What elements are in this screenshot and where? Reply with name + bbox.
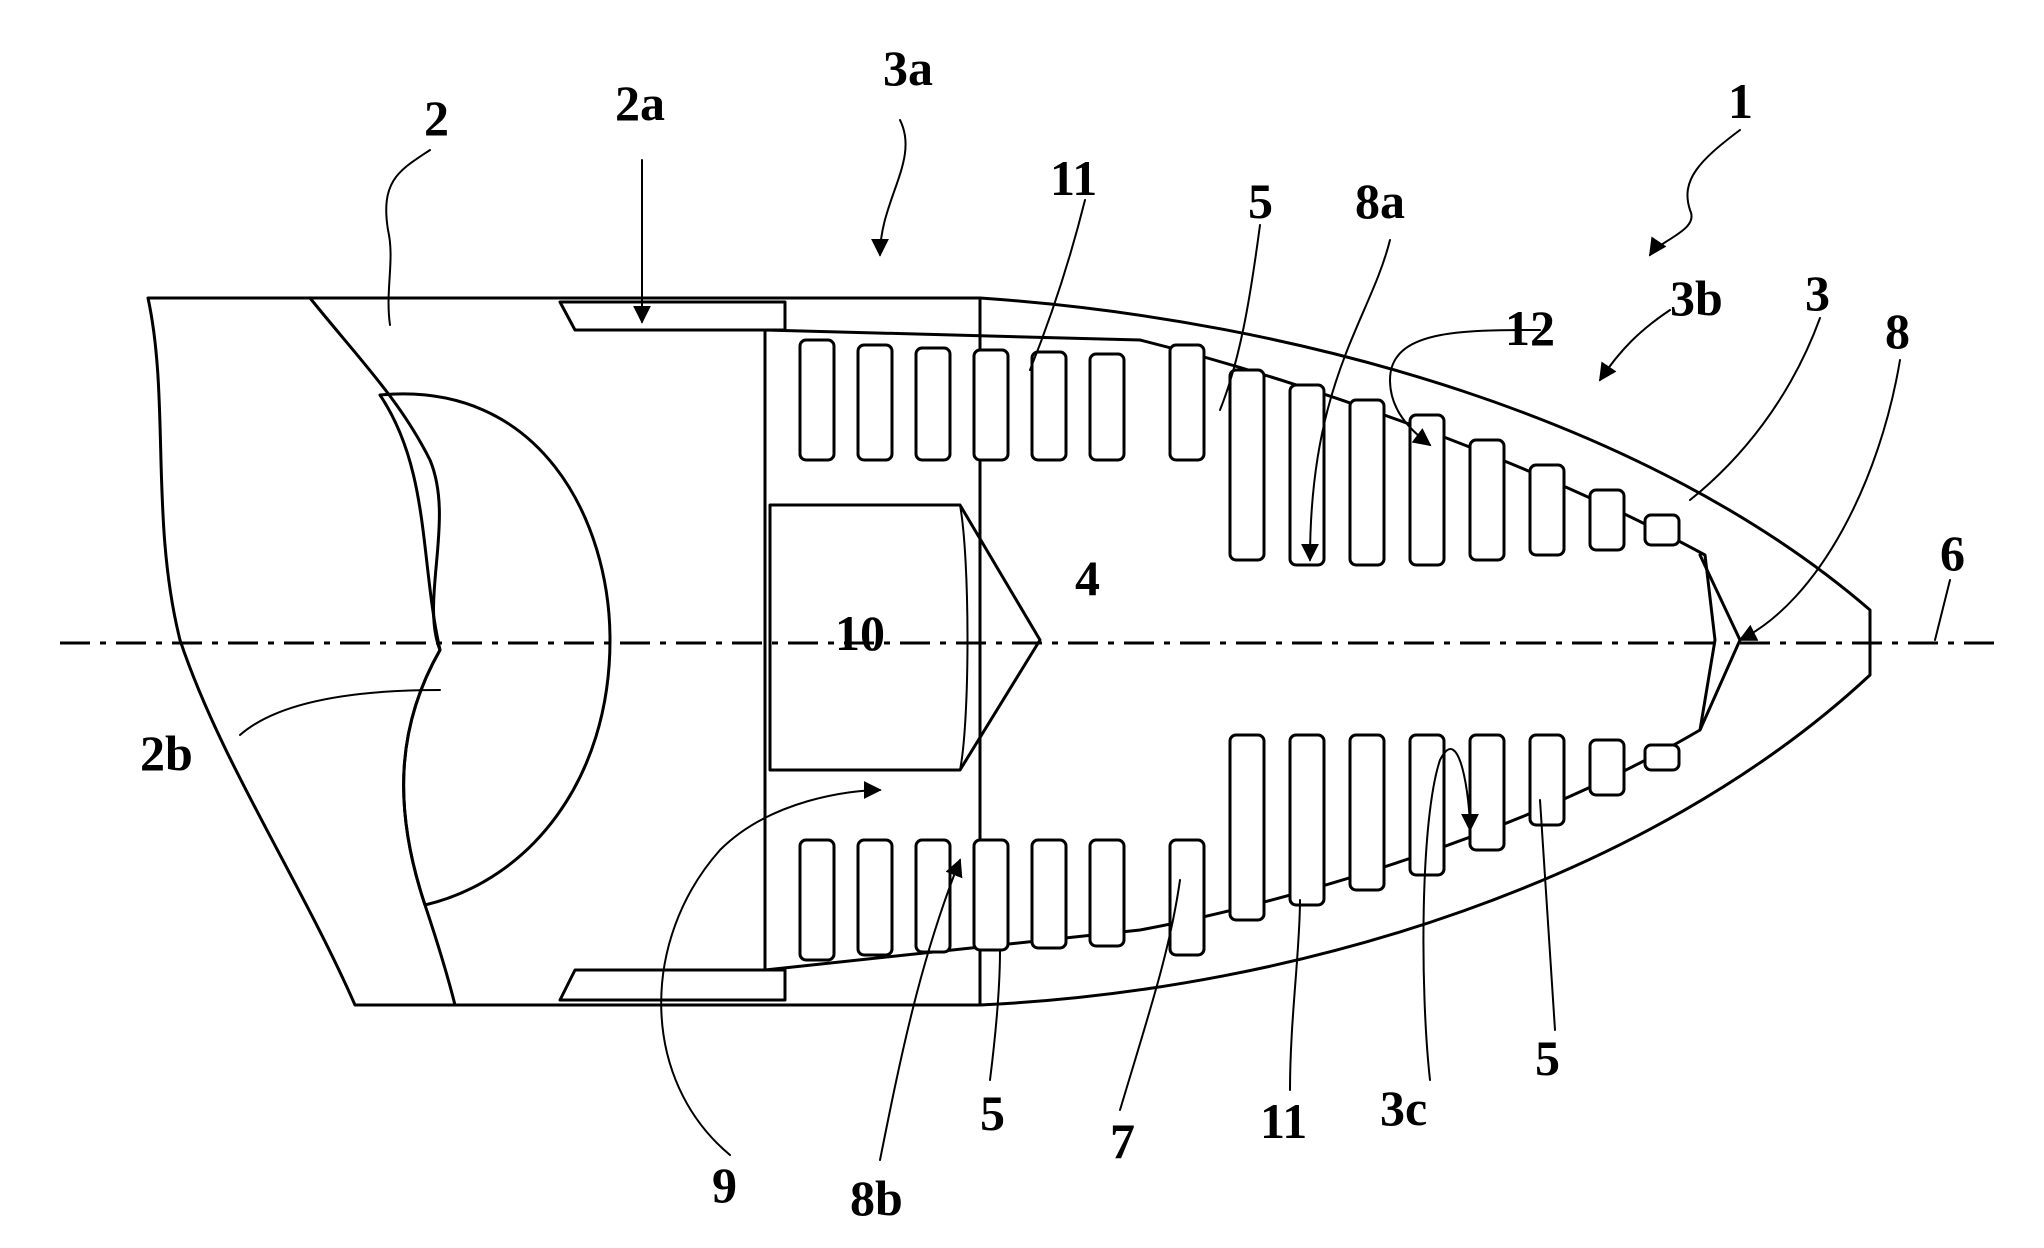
label-11-bottom: 11 (1260, 1093, 1307, 1149)
upper-thread-rib (1032, 352, 1066, 460)
upper-thread-rib (916, 348, 950, 460)
upper-thread-rib (858, 345, 892, 460)
leader-3a (880, 120, 906, 255)
label-11-top: 11 (1050, 150, 1097, 206)
leader-11-bottom (1290, 900, 1300, 1090)
leader-6 (1935, 580, 1950, 640)
leader-3 (1690, 318, 1820, 500)
upper-thread-rib (1590, 490, 1624, 550)
lower-thread-rib (1470, 735, 1504, 850)
leader-3c (1423, 749, 1470, 1080)
label-5-bottom-left: 5 (980, 1085, 1005, 1141)
lower-thread-rib (1530, 735, 1564, 825)
lower-thread-rib (1230, 735, 1264, 920)
label-8: 8 (1885, 303, 1910, 359)
label-2b: 2b (140, 725, 193, 781)
lower-thread-rib (1170, 840, 1204, 955)
upper-thread-rib (1410, 415, 1444, 565)
lower-thread-rib (1032, 840, 1066, 948)
label-8a: 8a (1355, 173, 1405, 229)
label-6: 6 (1940, 525, 1965, 581)
bore-cone-line (960, 505, 968, 770)
upper-thread-rib (1170, 345, 1204, 460)
label-5-bottom-right: 5 (1535, 1030, 1560, 1086)
lower-thread-rib (800, 840, 834, 960)
upper-annular-slot-2a (560, 302, 785, 330)
label-9: 9 (712, 1157, 737, 1213)
label-3b: 3b (1670, 270, 1723, 326)
leader-5-bottom-left (990, 950, 1000, 1080)
lower-thread-rib (1290, 735, 1324, 905)
label-3c: 3c (1380, 1080, 1427, 1136)
leader-11-top (1030, 200, 1085, 370)
label-3: 3 (1805, 265, 1830, 321)
label-12: 12 (1505, 300, 1555, 356)
lower-thread-rib (1645, 745, 1679, 770)
label-10: 10 (835, 605, 885, 661)
leader-5-bottom-right (1540, 800, 1555, 1030)
label-5-top: 5 (1248, 173, 1273, 229)
label-4: 4 (1075, 550, 1100, 606)
upper-thread-rib (974, 350, 1008, 460)
leader-8 (1740, 360, 1900, 640)
upper-thread-rib (1290, 385, 1324, 565)
label-2a: 2a (615, 75, 665, 131)
upper-thread-rib (1350, 400, 1384, 565)
leader-1 (1650, 130, 1740, 255)
lower-thread-rib (858, 840, 892, 955)
label-2: 2 (424, 90, 449, 146)
label-8b: 8b (850, 1170, 903, 1226)
lower-thread-rib (1410, 735, 1444, 875)
lower-thread-rib (1350, 735, 1384, 890)
lower-annular-slot (560, 970, 785, 1000)
upper-thread-rib (1530, 465, 1564, 555)
label-3a: 3a (883, 40, 933, 96)
upper-thread-rib (1090, 354, 1124, 460)
upper-thread-rib (1470, 440, 1504, 560)
lower-thread-rib (1090, 840, 1124, 946)
upper-thread-rib (800, 340, 834, 460)
central-bore-10 (770, 505, 1040, 770)
holder-outer-contour (310, 298, 455, 1005)
lower-thread-rib (974, 840, 1008, 950)
upper-thread-ribs (800, 340, 1679, 565)
upper-thread-rib (1230, 370, 1264, 560)
label-7: 7 (1110, 1113, 1135, 1169)
leader-9 (661, 790, 880, 1155)
hemispherical-cavity-2b (380, 394, 610, 905)
upper-thread-rib (1645, 515, 1679, 545)
leader-3b (1600, 310, 1670, 380)
label-1: 1 (1728, 73, 1753, 129)
lower-thread-rib (1590, 740, 1624, 795)
